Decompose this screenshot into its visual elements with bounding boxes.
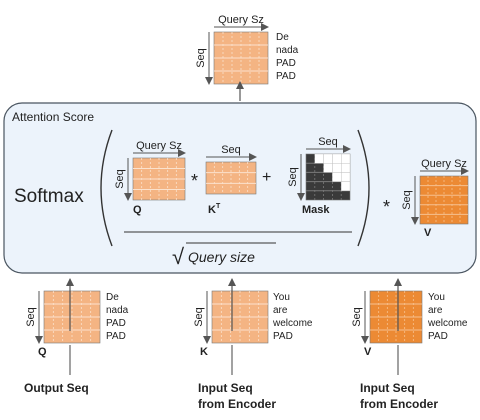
mask-cell	[332, 172, 342, 182]
v-input-matrix: Seq	[351, 290, 423, 344]
output-word: PAD	[276, 71, 296, 82]
axis-label-top: Seq	[221, 144, 241, 156]
axis-label-left: Seq	[401, 190, 413, 210]
k-word: are	[273, 305, 288, 316]
plus-operator: +	[262, 169, 271, 186]
caption-v-line1: Input Seq	[360, 381, 415, 395]
matrix-label-kt: KT	[208, 203, 221, 216]
k-input-matrix: Seq	[193, 290, 269, 344]
axis-label-left: Seq	[287, 167, 299, 187]
k-word-list: You are welcome PAD	[272, 292, 313, 342]
softmax-label: Softmax	[14, 186, 84, 207]
caption-output-seq: Output Seq	[24, 381, 89, 395]
axis-label-left: Seq	[193, 307, 205, 327]
q-word: De	[106, 292, 119, 303]
mask-cell	[341, 162, 351, 173]
k-word: You	[273, 292, 290, 303]
caption-v-line2: from Encoder	[360, 397, 438, 411]
q-word: nada	[106, 305, 129, 316]
output-word: PAD	[276, 58, 296, 69]
axis-label-top: Query Sz	[218, 14, 264, 26]
kt-matrix: Seq	[205, 144, 257, 195]
output-word: De	[276, 32, 289, 43]
q-word: PAD	[106, 331, 126, 342]
axis-label-top: Query Sz	[136, 140, 182, 152]
k-word: PAD	[273, 331, 293, 342]
q-matrix-inner: Query Sz Seq	[114, 140, 186, 201]
v-matrix-inner: Query Sz Seq	[401, 158, 469, 225]
output-word: nada	[276, 45, 299, 56]
left-paren	[100, 129, 113, 247]
right-paren	[357, 129, 370, 247]
mask-cell	[323, 162, 333, 173]
v-word: PAD	[428, 331, 448, 342]
output-matrix: Query Sz Seq	[195, 14, 269, 85]
axis-label-left: Seq	[25, 307, 37, 327]
axis-label-left: Seq	[114, 169, 126, 189]
mask-cell	[314, 153, 324, 164]
k-word: welcome	[272, 318, 313, 329]
mask-cell	[323, 153, 333, 164]
input-matrix-label-k: K	[200, 346, 208, 358]
axis-label-top: Query Sz	[421, 158, 467, 170]
v-word-list: You are welcome PAD	[427, 292, 468, 342]
matrix-label-mask: Mask	[302, 204, 330, 216]
mask-cell	[341, 153, 351, 164]
caption-k-line2: from Encoder	[198, 397, 276, 411]
axis-label-top: Seq	[318, 136, 338, 148]
output-word-list: De nada PAD PAD	[276, 32, 299, 82]
v-word: You	[428, 292, 445, 303]
q-word-list: De nada PAD PAD	[106, 292, 129, 342]
kt-superscript: T	[216, 203, 221, 210]
mask-cell	[341, 172, 351, 182]
axis-label-left: Seq	[195, 48, 207, 68]
matrix-label-v: V	[424, 227, 432, 239]
denominator-text: Query size	[188, 249, 255, 265]
v-word: welcome	[427, 318, 468, 329]
q-input-matrix: Seq	[25, 290, 101, 344]
axis-label-left: Seq	[351, 307, 363, 327]
attention-score-title: Attention Score	[12, 110, 94, 124]
caption-k-line1: Input Seq	[198, 381, 253, 395]
q-word: PAD	[106, 318, 126, 329]
input-matrix-label-v: V	[364, 346, 372, 358]
matrix-label-q: Q	[133, 204, 142, 216]
sqrt-sign: √	[172, 244, 185, 269]
input-matrix-label-q: Q	[38, 346, 47, 358]
mask-cell	[332, 153, 342, 164]
multiply-operator-2: *	[383, 197, 390, 217]
v-word: are	[428, 305, 443, 316]
multiply-operator-1: *	[191, 171, 198, 191]
mask-cell	[341, 181, 351, 192]
mask-cell	[332, 162, 342, 173]
